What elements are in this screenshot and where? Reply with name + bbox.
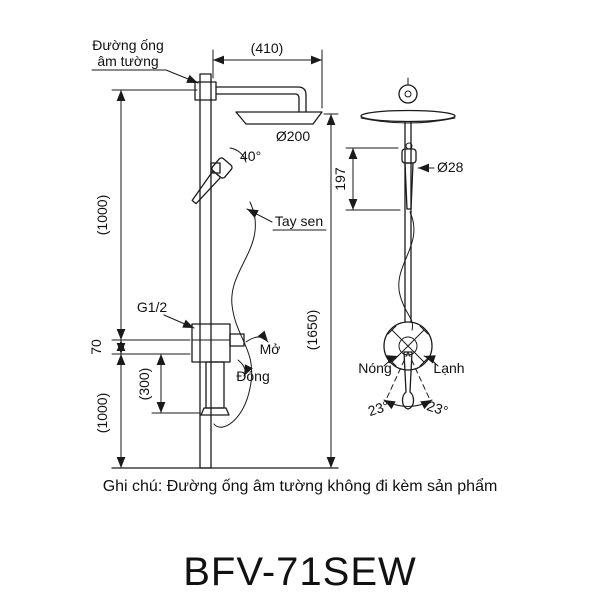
open-label: Mở — [260, 341, 281, 357]
front-view — [345, 77, 456, 410]
spout-outlet — [200, 407, 230, 416]
swing-angle-right: 23° — [425, 397, 450, 419]
close-arrow — [237, 359, 253, 377]
concealed-pipe-label-line1: Đường ống — [92, 37, 163, 53]
dim-text-head-diameter: Ø200 — [276, 128, 310, 144]
thread-leader — [163, 314, 195, 329]
dim-197 — [345, 147, 401, 211]
mixer-escutcheon — [383, 321, 433, 371]
dim-text-40deg: 40° — [240, 148, 261, 164]
hot-arrow — [383, 355, 399, 367]
valve-handle — [229, 333, 245, 347]
ball-joint-center — [404, 90, 412, 98]
product-code: BFV-71SEW — [183, 550, 417, 594]
shower-arm — [215, 86, 307, 113]
ball-joint — [398, 84, 418, 104]
dim-410 — [212, 49, 323, 109]
dim-text-300: (300) — [136, 368, 152, 401]
hot-label: Nóng — [358, 360, 391, 376]
angle-arc-40 — [229, 147, 247, 163]
dim-text-410: (410) — [251, 40, 284, 56]
dim-1650 — [323, 113, 339, 469]
swing-angle-left: 23° — [366, 397, 391, 419]
hose-side — [213, 201, 256, 428]
shower-head-front — [360, 109, 456, 123]
swing-range — [383, 351, 433, 410]
footer-note: Ghi chú: Đường ống âm tường không đi kèm… — [103, 477, 498, 495]
dim-text-197: 197 — [332, 167, 348, 191]
concealed-pipe — [199, 73, 212, 469]
hose-front — [398, 211, 415, 331]
hand-shower-front — [401, 142, 417, 210]
dim-text-1650: (1650) — [304, 310, 320, 350]
dim-chain-left — [111, 89, 201, 469]
thread-size-label: G1/2 — [137, 299, 168, 315]
hand-shower-leader — [246, 208, 273, 223]
cold-label: Lạnh — [433, 360, 464, 376]
open-arrow — [245, 330, 269, 343]
close-label: Đóng — [236, 368, 269, 384]
pipe-top-fitting — [194, 81, 217, 101]
concealed-pipe-label-line2: âm tường — [97, 53, 158, 69]
mixer-hub — [398, 336, 418, 356]
shower-head-rim — [360, 117, 456, 124]
hand-shower-label: Tay sen — [275, 213, 323, 229]
cold-arrow — [423, 355, 439, 367]
hand-shower-side — [191, 157, 233, 205]
side-view — [91, 49, 339, 469]
dim-text-70: 70 — [88, 339, 104, 355]
dim-text-1000-upper: (1000) — [94, 195, 110, 235]
cross-handle — [387, 325, 429, 367]
spout — [205, 361, 225, 409]
concealed-pipe-leader — [91, 69, 199, 84]
shower-head-side — [235, 111, 323, 125]
dim-text-1000-lower: (1000) — [94, 393, 110, 433]
dim-text-28: Ø28 — [437, 159, 464, 175]
